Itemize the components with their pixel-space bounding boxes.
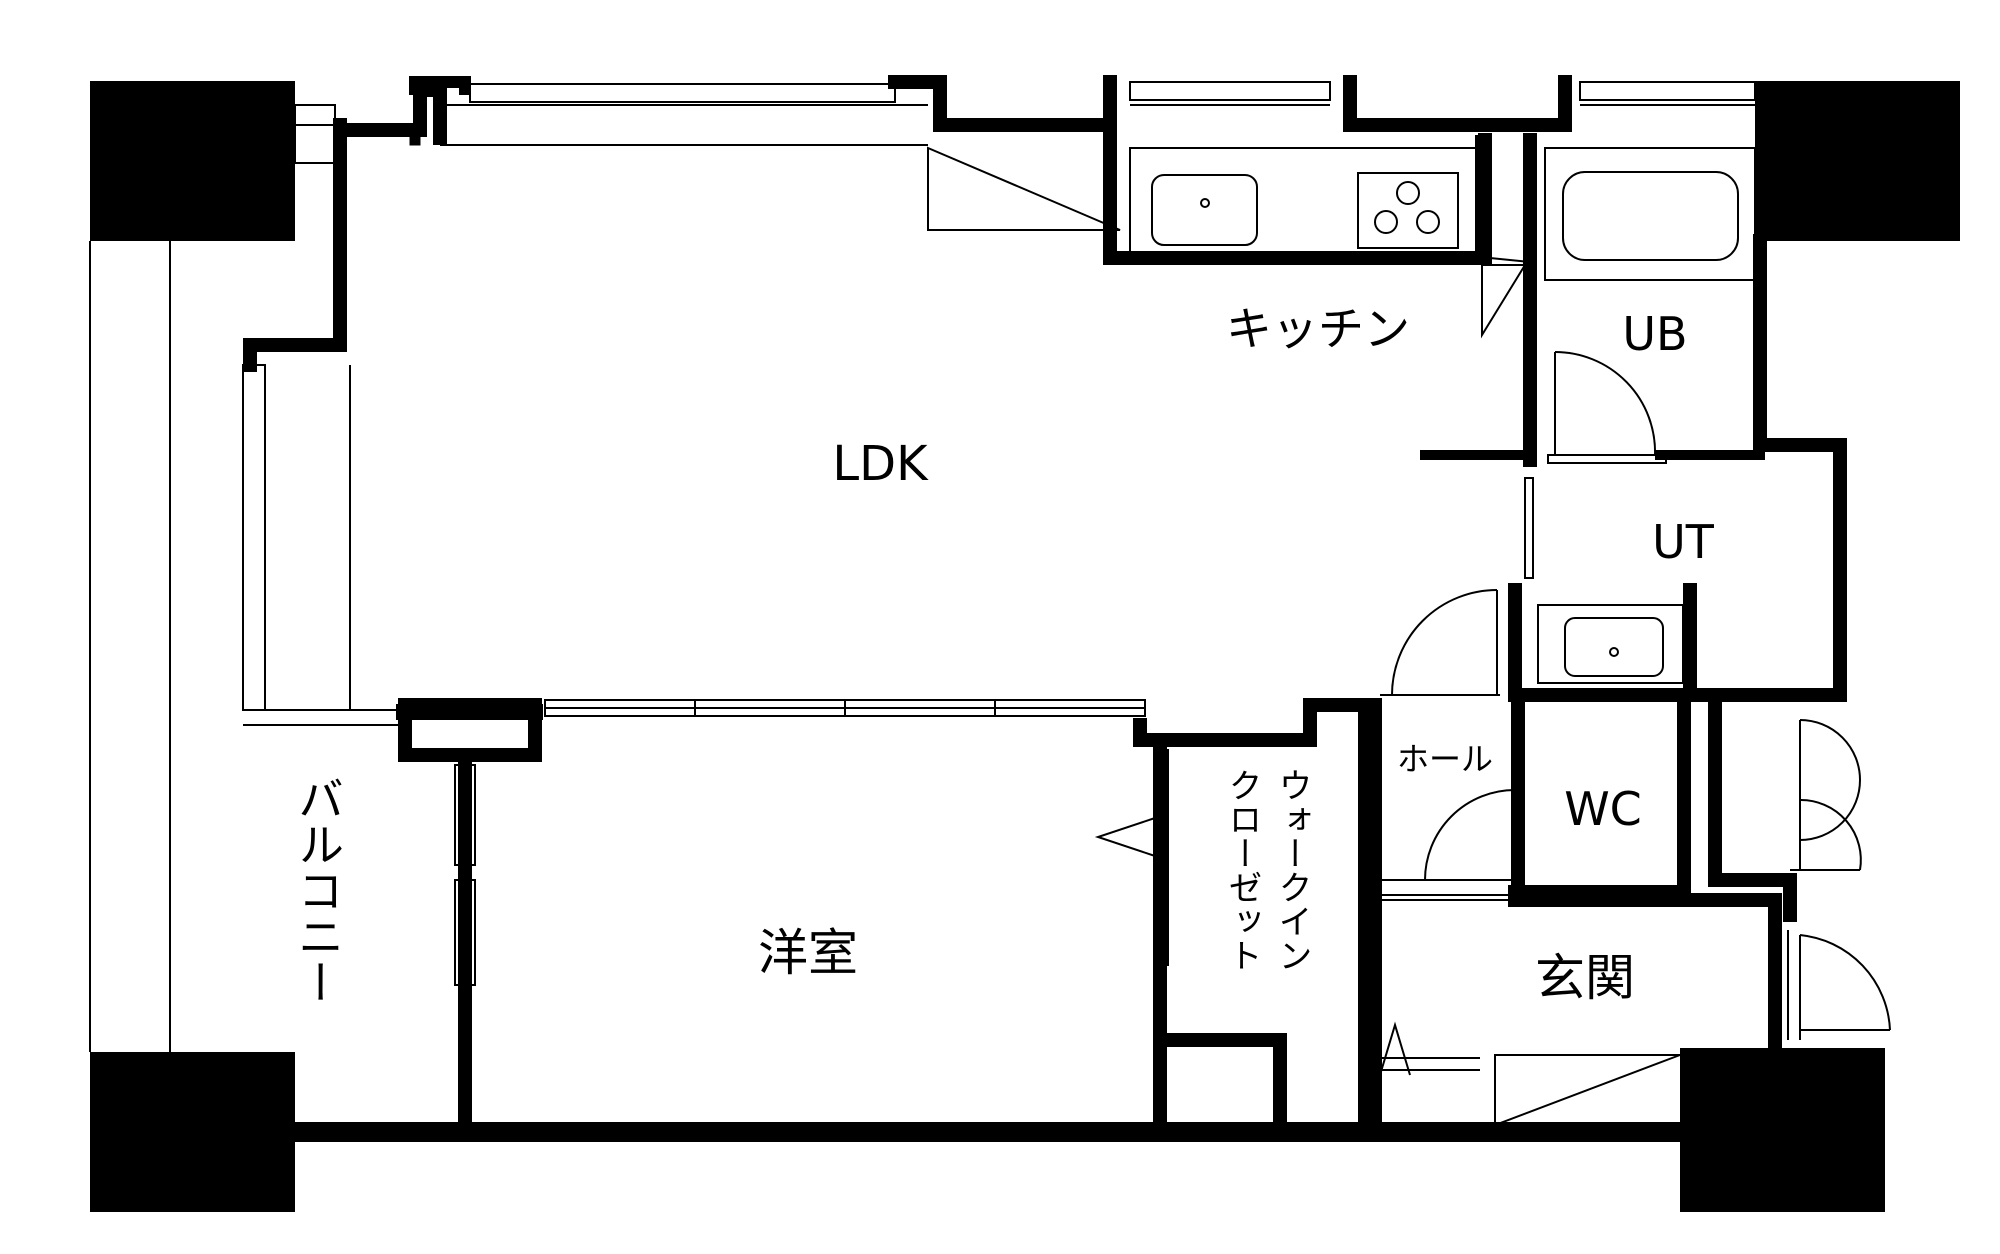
- column-top-right: [1755, 81, 1960, 241]
- room-labels: LDK キッチン UB UT 洋室 ウォークイン クローゼット ホール WC 玄…: [291, 302, 1715, 1007]
- kitchen-counter: [1129, 147, 1481, 257]
- wc-label: WC: [1564, 782, 1642, 836]
- door-swings: [927, 146, 1891, 1127]
- column-bottom-left: [90, 1052, 295, 1212]
- ldk-label: LDK: [832, 436, 929, 492]
- balcony-label: バルコニー: [291, 775, 345, 1005]
- washstand: [1537, 604, 1684, 684]
- kitchen-label: キッチン: [1226, 302, 1410, 356]
- bathtub: [1562, 171, 1739, 261]
- fixtures: [1129, 147, 1756, 901]
- western-room-label: 洋室: [758, 924, 858, 982]
- column-bottom-right: [1680, 1048, 1885, 1212]
- sliding-doors-ldk: [544, 699, 1146, 717]
- entrance-label: 玄関: [1535, 949, 1635, 1007]
- column-top-left: [90, 81, 295, 241]
- ut-label: UT: [1652, 515, 1715, 569]
- structural-columns: [90, 81, 1960, 1212]
- washbasin: [1564, 617, 1664, 677]
- bathtub-frame: [1544, 147, 1756, 281]
- kitchen-sink: [1151, 174, 1258, 246]
- stove: [1357, 172, 1459, 249]
- wic-label-col1: ウォークイン: [1272, 768, 1312, 972]
- ub-label: UB: [1622, 307, 1687, 361]
- hall-label: ホール: [1397, 740, 1493, 778]
- wic-label-col2: クローゼット: [1222, 768, 1262, 972]
- windows: [242, 81, 1756, 986]
